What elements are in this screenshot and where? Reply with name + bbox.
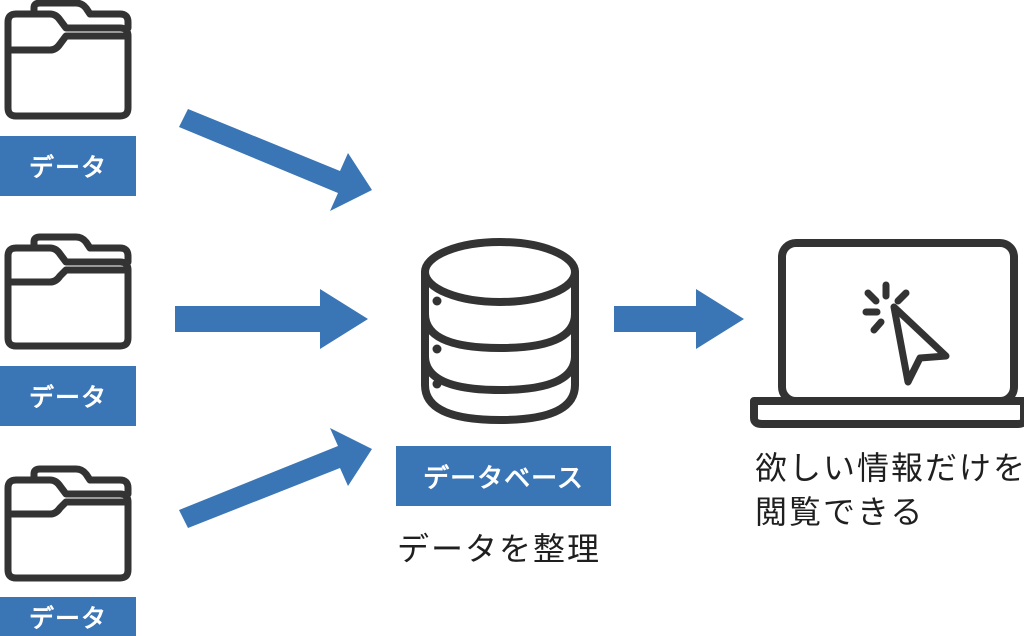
folder-icon [4, 233, 132, 350]
folder-icon [4, 465, 132, 582]
arrow-middle-to-database [175, 289, 368, 349]
folder-icon [4, 0, 132, 120]
arrow-database-to-laptop [614, 289, 744, 349]
database-icon [421, 238, 579, 424]
database-label: データベース [396, 446, 611, 506]
arrow-bottom-to-database [179, 428, 372, 528]
output-caption-line1: 欲しい情報だけを [755, 449, 1024, 487]
source-label: データ [0, 366, 136, 426]
laptop-icon [750, 239, 1024, 428]
output-caption-line2: 閲覧できる [755, 493, 925, 531]
source-label: データ [0, 597, 136, 636]
cursor-click-icon [862, 281, 950, 386]
arrow-top-to-database [179, 109, 372, 211]
source-label: データ [0, 136, 136, 196]
database-caption: データを整理 [397, 530, 602, 568]
database-indicator-dots [432, 296, 442, 389]
